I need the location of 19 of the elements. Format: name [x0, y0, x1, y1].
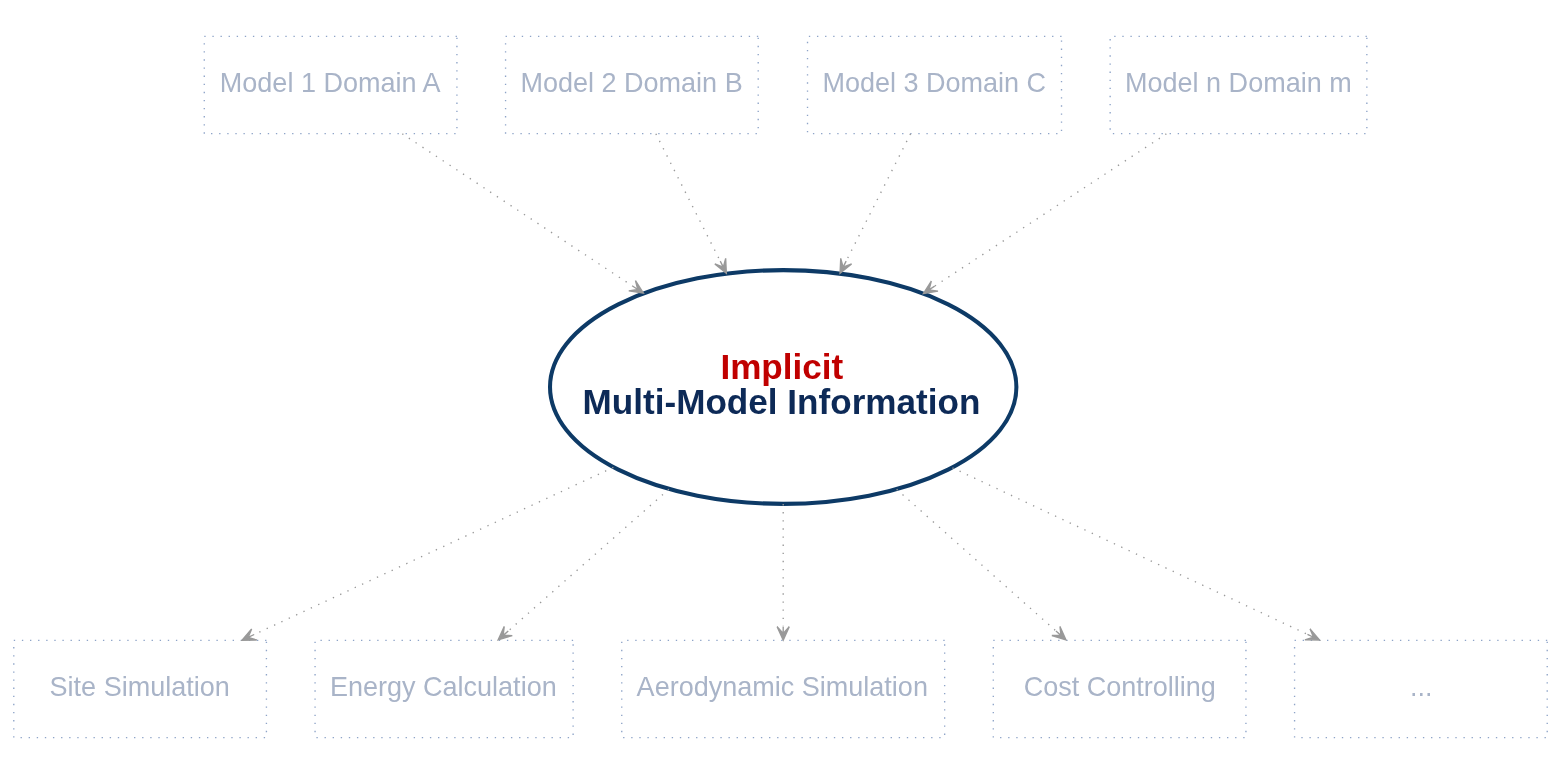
- node-box: Aerodynamic Simulation: [621, 639, 946, 739]
- arrow: [241, 466, 615, 641]
- arrow: [655, 133, 728, 274]
- arrow: [776, 503, 790, 641]
- node-box: Model 3 Domain C: [806, 35, 1063, 135]
- node-box: Model 2 Domain B: [504, 35, 759, 135]
- node-box: Cost Controlling: [992, 639, 1247, 739]
- node-box: Site Simulation: [13, 639, 268, 739]
- arrow: [839, 133, 912, 274]
- node-box: Energy Calculation: [314, 639, 574, 739]
- node-box: ...: [1293, 639, 1548, 739]
- arrow: [922, 133, 1168, 295]
- arrow: [401, 133, 645, 294]
- node-box: Model 1 Domain A: [203, 35, 458, 135]
- node-box: Model n Domain m: [1109, 35, 1368, 135]
- arrow: [895, 488, 1067, 641]
- arrow: [497, 488, 670, 641]
- arrow: [951, 467, 1321, 641]
- node-ellipse: Implicit Multi-Model Information: [548, 268, 1019, 506]
